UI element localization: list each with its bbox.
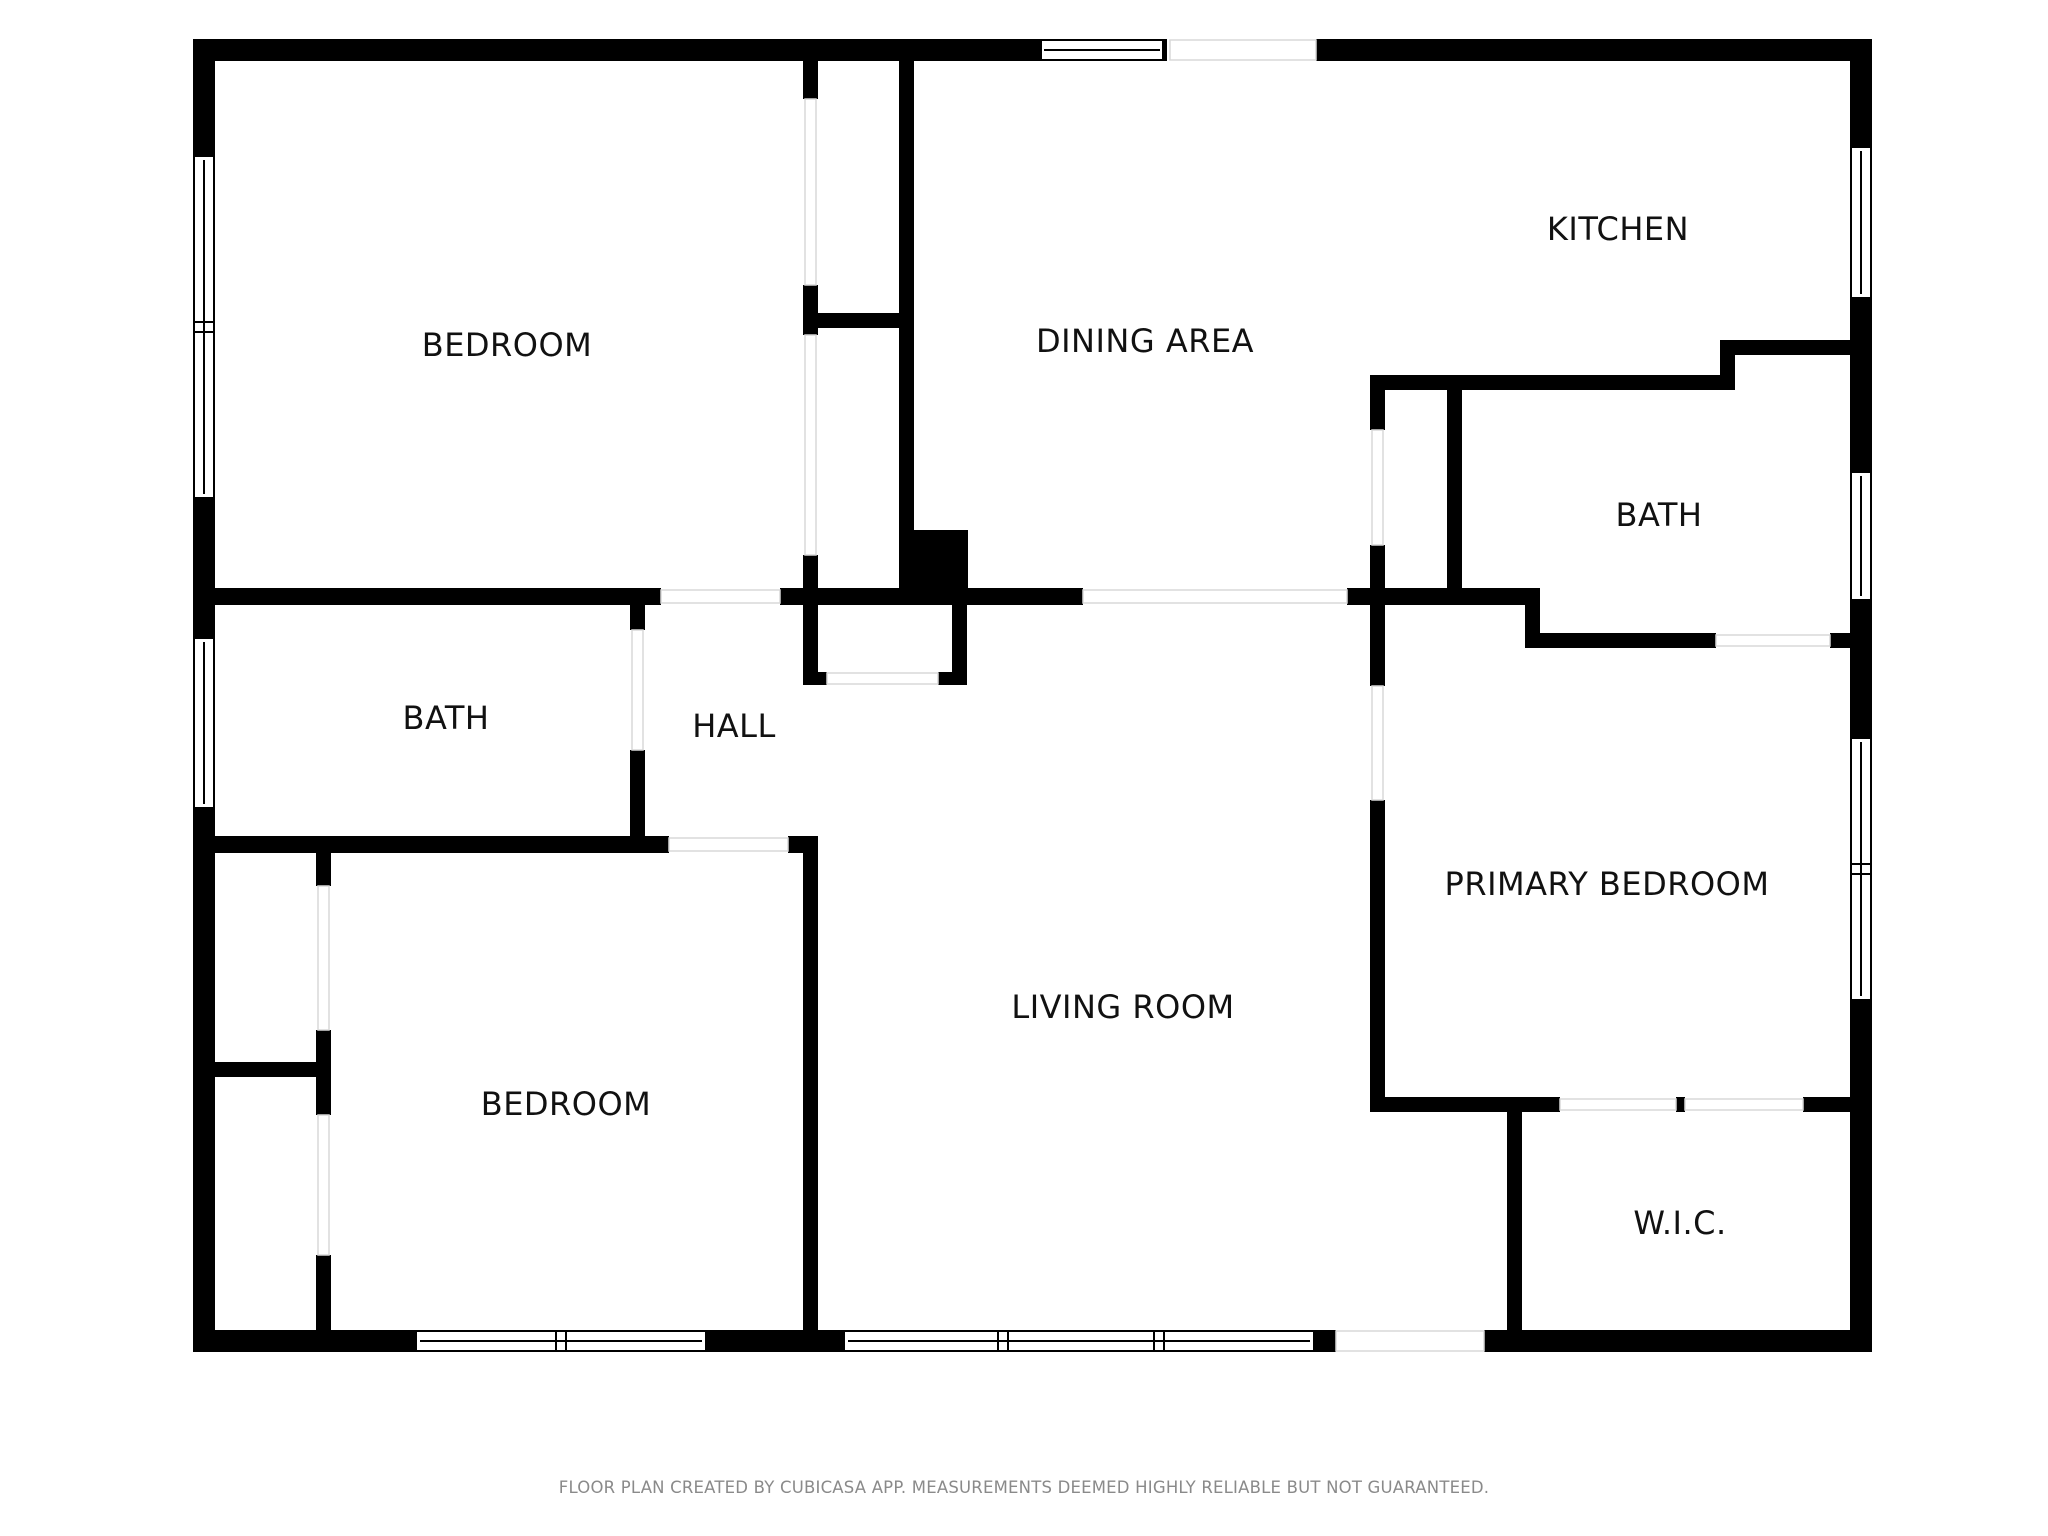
door-bedroom-hall bbox=[660, 589, 781, 604]
wall-bottom-1 bbox=[193, 1330, 416, 1352]
wall-sw-closet-a bbox=[316, 848, 331, 886]
windows bbox=[193, 39, 1872, 1352]
door-sw-bedroom bbox=[668, 837, 789, 852]
wall-primary-bottom-mid bbox=[1676, 1097, 1685, 1112]
room-labels: BEDROOM DINING AREA KITCHEN BATH BATH HA… bbox=[403, 210, 1770, 1242]
door-wic-2 bbox=[1684, 1098, 1804, 1111]
openings bbox=[317, 39, 1831, 1352]
wall-bath-east-bottom bbox=[630, 750, 645, 850]
label-wic: W.I.C. bbox=[1633, 1204, 1726, 1242]
label-bath-west: BATH bbox=[403, 699, 490, 737]
wall-kitchen-bath-top bbox=[1370, 375, 1734, 390]
door-bath-hall bbox=[631, 629, 644, 751]
wall-sw-closet-c bbox=[316, 1255, 331, 1352]
label-primary-bedroom: PRIMARY BEDROOM bbox=[1445, 865, 1770, 903]
wall-hall-closet-bottom-l bbox=[803, 672, 827, 685]
wall-mid-hall bbox=[780, 588, 805, 605]
door-top-entry bbox=[1169, 39, 1317, 61]
window-top-2 bbox=[1162, 39, 1167, 61]
opening-dining-closet bbox=[1371, 429, 1384, 546]
label-bath-east: BATH bbox=[1616, 496, 1703, 534]
wall-left-1 bbox=[193, 39, 215, 156]
door-bath-primary bbox=[1715, 634, 1831, 647]
wall-top-east bbox=[1316, 39, 1872, 61]
wall-bottom-2 bbox=[706, 1330, 844, 1352]
wall-primary-bottom-west bbox=[1370, 1097, 1560, 1112]
opening-sw-closet-2 bbox=[317, 1114, 330, 1256]
wall-right-2 bbox=[1850, 298, 1872, 472]
wall-sw-bedroom-living bbox=[803, 836, 818, 1352]
wall-closet-bath-divider bbox=[1447, 375, 1462, 605]
wall-mid-east bbox=[1347, 588, 1540, 605]
wall-living-primary-bottom bbox=[1370, 800, 1385, 1112]
door-wic-1 bbox=[1559, 1098, 1677, 1111]
wall-dining-closet-left-bot bbox=[1370, 545, 1385, 605]
footer-disclaimer: FLOOR PLAN CREATED BY CUBICASA APP. MEAS… bbox=[558, 1478, 1490, 1497]
wall-bath-bottom-east2 bbox=[1830, 633, 1872, 648]
wall-kitchen-bath-top2 bbox=[1720, 340, 1862, 355]
label-dining-area: DINING AREA bbox=[1036, 322, 1254, 360]
label-bedroom-sw: BEDROOM bbox=[481, 1085, 652, 1123]
opening-bedroom-closet-2 bbox=[804, 334, 817, 556]
wall-closet-dining bbox=[899, 39, 914, 605]
wall-bedroom-closet-a bbox=[803, 39, 818, 99]
wall-hall-closet-right bbox=[952, 598, 967, 685]
wall-bottom-4 bbox=[1484, 1330, 1872, 1352]
wall-living-primary-top bbox=[1370, 598, 1385, 686]
wall-wic-west bbox=[1507, 1097, 1522, 1352]
label-bedroom-nw: BEDROOM bbox=[422, 326, 593, 364]
opening-hall-closet bbox=[826, 672, 939, 685]
wall-mid-center bbox=[803, 588, 1083, 605]
wall-mid-west bbox=[193, 588, 661, 605]
wall-hall-closet-left bbox=[803, 598, 818, 685]
opening-bedroom-closet-1 bbox=[804, 98, 817, 286]
wall-left-2 bbox=[193, 498, 215, 638]
wall-bath-bottom-east bbox=[1525, 633, 1716, 648]
wall-bath-bottom bbox=[193, 836, 669, 853]
wall-top-west bbox=[193, 39, 1041, 61]
wall-right-1 bbox=[1850, 39, 1872, 147]
door-primary-living bbox=[1371, 685, 1384, 801]
wall-closet-divider bbox=[803, 313, 905, 328]
label-hall: HALL bbox=[692, 707, 776, 745]
opening-sw-closet-1 bbox=[317, 885, 330, 1031]
wall-bottom-3 bbox=[1314, 1330, 1336, 1352]
wall-sw-closet-divider bbox=[193, 1062, 331, 1077]
wall-right-4 bbox=[1850, 1000, 1872, 1352]
door-bottom-entry bbox=[1335, 1330, 1485, 1352]
label-kitchen: KITCHEN bbox=[1547, 210, 1689, 248]
wall-hall-closet-bottom-r bbox=[938, 672, 967, 685]
walls bbox=[193, 39, 1872, 1352]
wall-dining-closet-left-top bbox=[1370, 375, 1385, 430]
wall-left-3 bbox=[193, 808, 215, 1352]
wall-primary-bottom-east bbox=[1803, 1097, 1872, 1112]
wall-bath-east-top bbox=[630, 598, 645, 630]
label-living-room: LIVING ROOM bbox=[1011, 988, 1234, 1026]
opening-dining-living bbox=[1082, 589, 1348, 604]
wall-right-3 bbox=[1850, 600, 1872, 738]
